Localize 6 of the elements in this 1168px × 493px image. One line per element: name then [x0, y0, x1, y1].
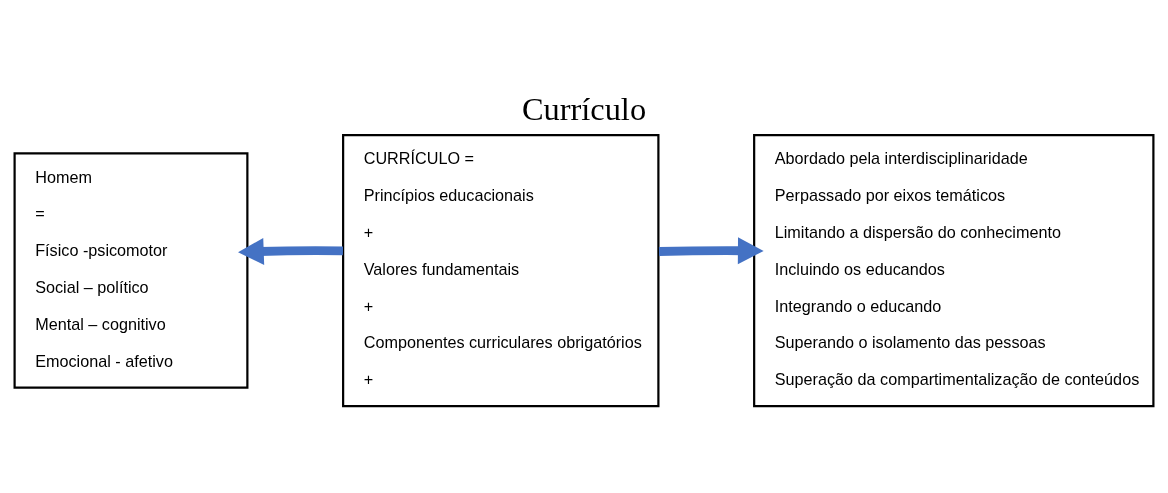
node-box: CURRÍCULO = Princípios educacionais + Valores fundamentais + Componentes curriculares obrigatórios +	[342, 133, 660, 407]
node-box: Abordado pela interdisciplinaridade Perpassado por eixos temáticos Limitando a dispersão do conhecimento Incluindo os educandos Integrando o educando Superando o isolamento das pessoas Superação da compartimentalização de conteúdos	[753, 133, 1155, 407]
arrow	[238, 237, 343, 265]
arrow	[658, 236, 764, 264]
node-box: Homem = Físico -psicomotor Social – político Mental – cognitivo Emocional - afetivo	[13, 151, 249, 389]
diagram-title: Currículo	[521, 90, 647, 127]
